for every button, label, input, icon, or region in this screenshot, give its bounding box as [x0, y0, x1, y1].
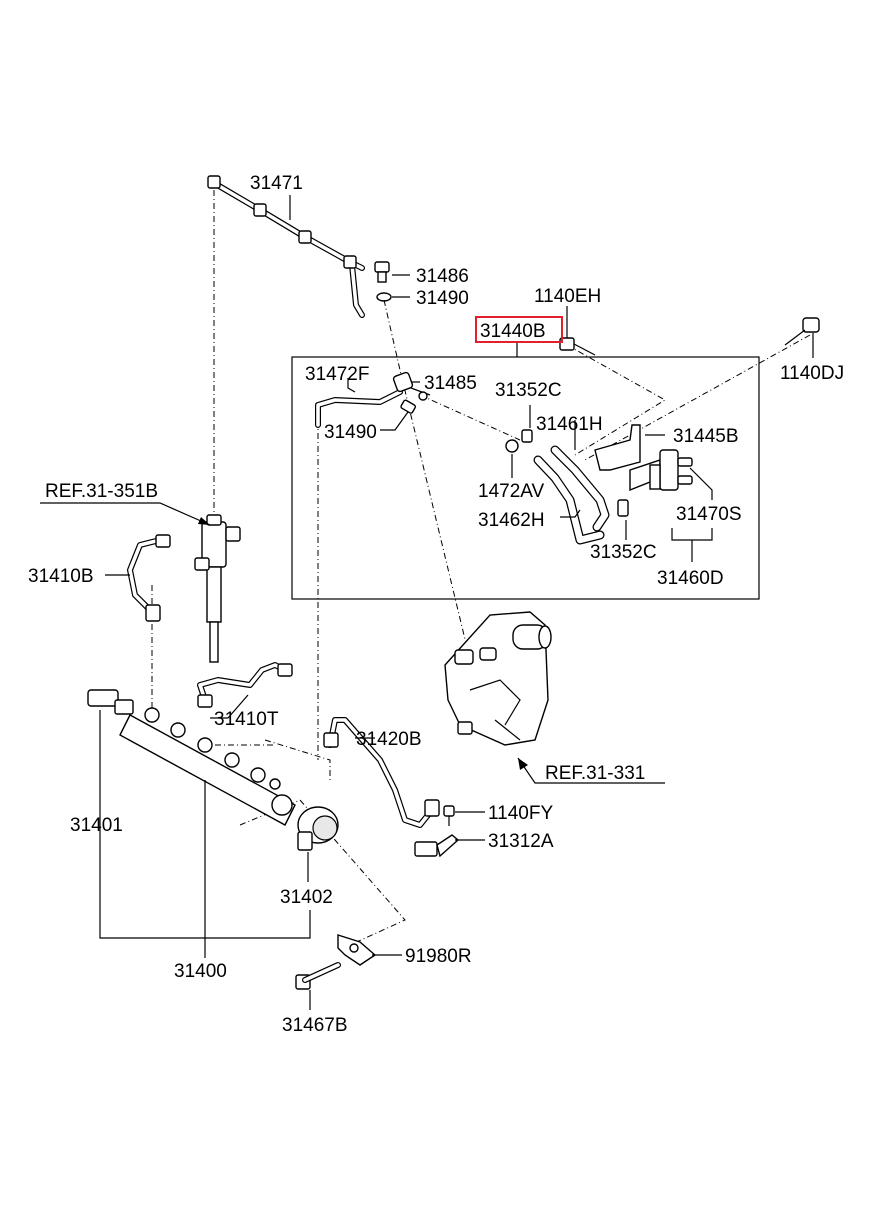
washer-31490-mid — [400, 399, 417, 414]
label-31486: 31486 — [416, 266, 469, 287]
injector — [194, 514, 241, 663]
label-31445B: 31445B — [673, 426, 739, 447]
hose-31461H — [550, 445, 610, 532]
label-31471: 31471 — [250, 173, 303, 194]
pressure-valve-31402 — [297, 806, 339, 851]
label-31462H: 31462H — [478, 510, 545, 531]
bolt-1140EH — [559, 337, 596, 356]
label-31352C-bot: 31352C — [590, 542, 657, 563]
washer-31490 — [376, 292, 392, 302]
centerline-bolt-1140EH — [566, 344, 666, 456]
valve-31470S — [649, 449, 693, 491]
pipe-31410T — [197, 662, 293, 708]
clip-31352C-bot — [617, 499, 629, 517]
pipe-31410B — [127, 534, 171, 622]
fuel-pump — [444, 611, 552, 746]
centerline-rail-2 — [264, 739, 331, 780]
label-31485: 31485 — [424, 373, 477, 394]
bracket-91980R — [337, 934, 377, 966]
label-31402: 31402 — [280, 887, 333, 908]
centerline-bolt-1140DJ — [584, 334, 811, 461]
centerline-hose — [419, 394, 521, 441]
bolt-1140DJ — [784, 317, 820, 346]
hose-31462H — [533, 455, 605, 545]
label-1140EH: 1140EH — [534, 286, 601, 307]
clip-1472AV — [505, 439, 519, 453]
label-31490-mid: 31490 — [324, 422, 377, 443]
assembly-group-box — [291, 356, 760, 600]
label-1140DJ: 1140DJ — [780, 363, 844, 384]
connector-31485 — [392, 371, 431, 401]
label-31461H: 31461H — [536, 414, 603, 435]
label-31490-top: 31490 — [416, 288, 469, 309]
label-31467B: 31467B — [282, 1015, 348, 1036]
label-31312A: 31312A — [488, 831, 554, 852]
label-31460D: 31460D — [657, 568, 724, 589]
label-31400: 31400 — [174, 961, 227, 982]
bolt-31486 — [374, 261, 390, 283]
centerline-return — [383, 299, 471, 661]
pipe-31420B — [323, 717, 440, 828]
return-pipe-31471 — [207, 175, 365, 318]
bolt-31467B — [295, 962, 341, 990]
label-1140FY: 1140FY — [488, 803, 553, 824]
bolt-1140FY — [443, 805, 455, 826]
common-rail-31400 — [87, 689, 296, 826]
highlight-box-31440B — [475, 316, 563, 343]
clip-31352C-top — [521, 429, 533, 443]
label-91980R: 91980R — [405, 946, 472, 967]
label-31470S: 31470S — [676, 504, 742, 525]
label-31440B[interactable]: 31440B — [480, 321, 546, 342]
return-hose-31472F — [315, 389, 403, 428]
centerline-bracket — [239, 799, 406, 946]
sensor-31312A — [414, 834, 460, 858]
label-ref-31-331: REF.31-331 — [545, 763, 645, 784]
label-31410B: 31410B — [28, 566, 94, 587]
label-31420B: 31420B — [356, 729, 422, 750]
label-31401: 31401 — [70, 815, 123, 836]
label-31472F: 31472F — [305, 364, 369, 385]
label-ref-31-351B: REF.31-351B — [45, 481, 158, 502]
label-1472AV: 1472AV — [478, 481, 545, 502]
label-31410T: 31410T — [214, 709, 279, 730]
label-31352C-top: 31352C — [495, 380, 562, 401]
